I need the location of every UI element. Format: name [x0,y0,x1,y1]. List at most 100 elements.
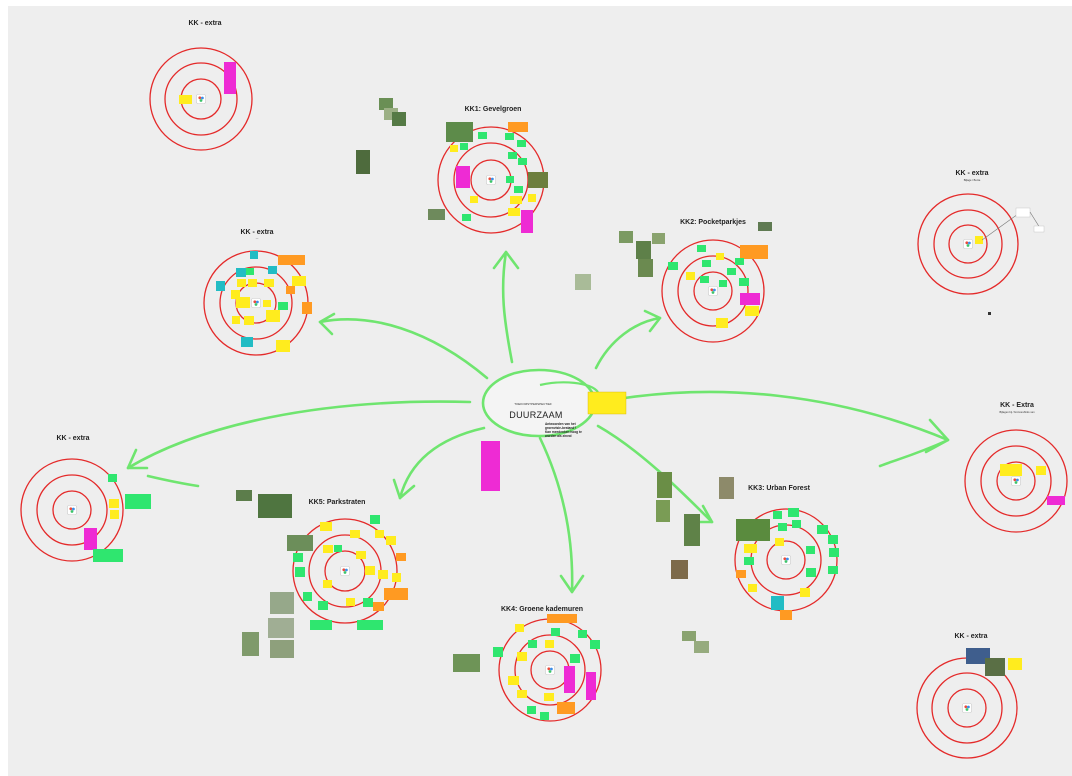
sticky-note-yellow[interactable] [587,391,627,415]
cluster-title: KK1: Gevelgroen [465,106,522,113]
sticky-note-green[interactable] [460,143,468,150]
sticky-note-white [1033,225,1045,233]
sticky-note-green[interactable] [506,176,514,183]
cluster-kk1-gevelgroen[interactable]: KK1: Gevelgroen [437,106,548,234]
center-node[interactable]: TOEKOMSTPERSPECTIEF DUURZAAM Antwoorden … [481,368,627,491]
sticky-note-yellow[interactable] [470,196,478,203]
photo-thumbnail [671,560,688,579]
sticky-note-magenta[interactable] [456,166,470,188]
arrow-to-kk-extra-left-top [318,318,489,380]
sticky-note-yellow [686,272,695,280]
sticky-note-green[interactable] [478,132,487,139]
sticky-note-teal [236,268,246,277]
cluster-kk-extra-right-top[interactable]: KK - extra Bijlage / Bunie [917,170,1045,295]
sticky-note-teal [241,337,253,347]
sticky-note-yellow [276,340,290,352]
sticky-note-green [700,276,709,283]
cluster-kk-extra-right[interactable]: KK - Extra Bijlagen bij / bronnen/links … [964,402,1068,533]
sticky-note-green[interactable] [508,152,517,159]
sticky-note-green[interactable] [505,133,514,140]
cluster-kk-extra-left[interactable]: KK - extra [20,435,151,562]
photo-thumbnail [242,632,259,656]
target-ring-outer [292,518,398,624]
photo-thumbnail [270,592,294,614]
sticky-note-orange [384,588,408,600]
target-ring-middle [36,474,108,546]
sticky-note-magenta[interactable] [481,441,500,491]
photo-thumbnail [652,233,665,244]
sticky-note-green [735,258,744,265]
arrow-head-kk-extra-right [924,418,950,454]
sticky-note-magenta[interactable] [224,62,236,94]
cluster-kk-extra-bottom-right[interactable]: KK - extra [916,633,1022,759]
photo-thumbnail [258,494,292,518]
sticky-note-green[interactable] [518,158,527,165]
target-ring-middle [514,634,586,706]
center-question-line: Antwoorden van het [545,422,577,426]
sticky-note-green [773,511,782,519]
sticky-note-orange [286,286,295,294]
sticky-note-yellow[interactable] [510,196,522,204]
arrow-head-kk-extra-left-top [318,312,336,336]
cluster-title: KK - extra [188,20,221,27]
arrow-to-kk1 [501,250,514,364]
arrow-to-kk-extra-right [598,390,950,468]
target-ring-outer [149,47,253,151]
sticky-note-yellow[interactable] [528,194,536,202]
photo-thumbnail [758,222,772,231]
whiteboard-canvas[interactable]: TOEKOMSTPERSPECTIEF DUURZAAM Antwoorden … [8,6,1072,776]
center-logo-icon [962,703,972,713]
connector-line [1029,211,1041,229]
photo-thumbnail [575,274,591,290]
sticky-note-yellow[interactable] [450,145,458,152]
cluster-title: KK - extra [955,170,988,177]
cluster-kk2-pocketparkjes[interactable]: KK2: Pocketparkjes [661,219,772,343]
sticky-note-yellow [356,551,366,559]
photo-thumbnail [966,648,990,664]
sticky-note-yellow [775,538,784,546]
photo-thumbnail [428,209,445,220]
arrow-head-kk2 [643,309,662,333]
cluster-kk-extra-top-left[interactable]: KK - extra [149,20,253,151]
target-ring-outer [20,458,124,562]
center-logo-icon [251,298,261,308]
sticky-note-green [363,598,373,607]
cluster-subtitle: Bijlage / Bunie [964,178,981,182]
cluster-title: KK - extra [56,435,89,442]
sticky-note-green [528,640,537,648]
sticky-note-green [792,520,801,528]
photo-thumbnail [638,259,653,277]
cluster-kk3-urban-forest[interactable]: KK3: Urban Forest [734,485,839,620]
sticky-note-green[interactable] [514,186,523,193]
cluster-title: KK - Extra [1000,402,1034,409]
loose-photos-kk1[interactable] [356,98,445,220]
photo-thumbnail [356,150,370,174]
cluster-title: KK2: Pocketparkjes [680,219,746,226]
loose-photos-kk3[interactable] [656,472,734,653]
sticky-note-green[interactable] [517,140,526,147]
sticky-note-orange[interactable] [508,122,528,132]
center-logo-icon [196,94,206,104]
sticky-note-magenta[interactable] [521,210,533,233]
sticky-note-yellow [744,544,757,553]
photo-thumbnail [270,640,294,658]
sticky-note-green [590,640,600,649]
sticky-note-green [570,654,580,663]
photo-thumbnail[interactable] [528,172,548,188]
loose-photos-kk5[interactable] [236,490,294,658]
sticky-note-yellow [264,279,274,287]
sticky-note-yellow[interactable] [508,208,520,216]
sticky-note-green [493,647,503,657]
arrow-to-kk3 [596,424,714,524]
sticky-note-yellow [323,580,332,588]
arrow-head-kk4 [559,574,585,594]
cluster-kk4-groene-kademuren[interactable]: KK4: Groene kademuren [453,606,602,722]
loose-photos-kk2[interactable] [575,231,665,290]
photo-thumbnail[interactable] [446,122,473,142]
arrow-to-kk5 [398,426,486,500]
cluster-kk5-parkstraten[interactable]: KK5: Parkstraten [287,499,408,630]
sticky-note-green[interactable] [462,214,471,221]
target-ring-outer [661,239,765,343]
sticky-note-yellow[interactable] [179,95,192,104]
cluster-kk-extra-left-top[interactable]: KK - extra — [203,229,312,356]
